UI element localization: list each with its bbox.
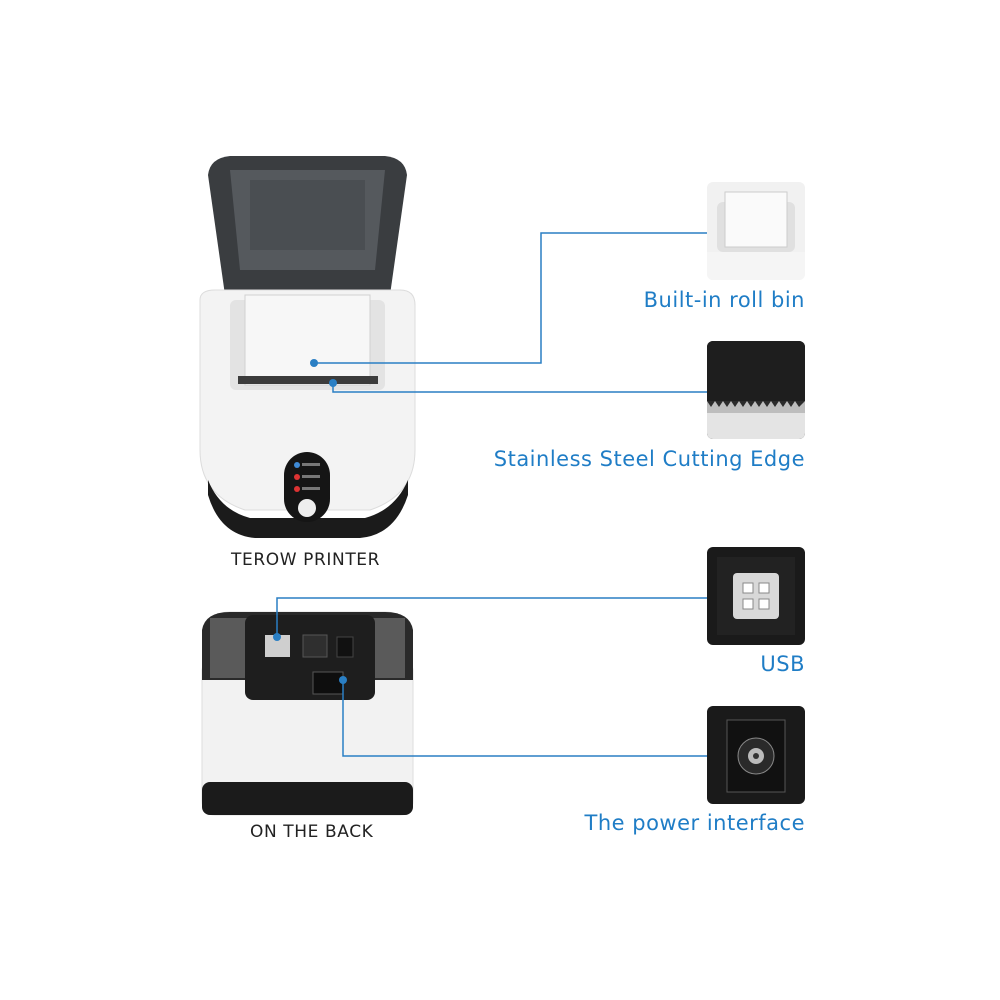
back-caption: ON THE BACK xyxy=(250,822,374,842)
usb-callout-line xyxy=(276,597,707,637)
feature-label-power: The power interface xyxy=(584,811,805,835)
usb-callout-dot xyxy=(273,633,281,641)
usb-port-icon xyxy=(707,547,805,645)
cutting-edge-callout-line xyxy=(332,383,707,393)
front-caption: TEROW PRINTER xyxy=(231,550,381,570)
power-jack-icon xyxy=(707,706,805,804)
power-callout-line xyxy=(342,680,707,757)
roll-bin-icon xyxy=(707,182,805,280)
feature-label-roll-bin: Built-in roll bin xyxy=(643,288,805,312)
roll-bin-callout-dot xyxy=(310,359,318,367)
cutting-edge-icon xyxy=(707,341,805,439)
cutting-edge-callout-dot xyxy=(329,379,337,387)
feature-label-usb: USB xyxy=(760,652,805,676)
feature-label-cutting-edge: Stainless Steel Cutting Edge xyxy=(493,447,805,471)
printer-front-image xyxy=(190,150,425,540)
power-callout-dot xyxy=(339,676,347,684)
roll-bin-callout-line xyxy=(314,232,707,364)
